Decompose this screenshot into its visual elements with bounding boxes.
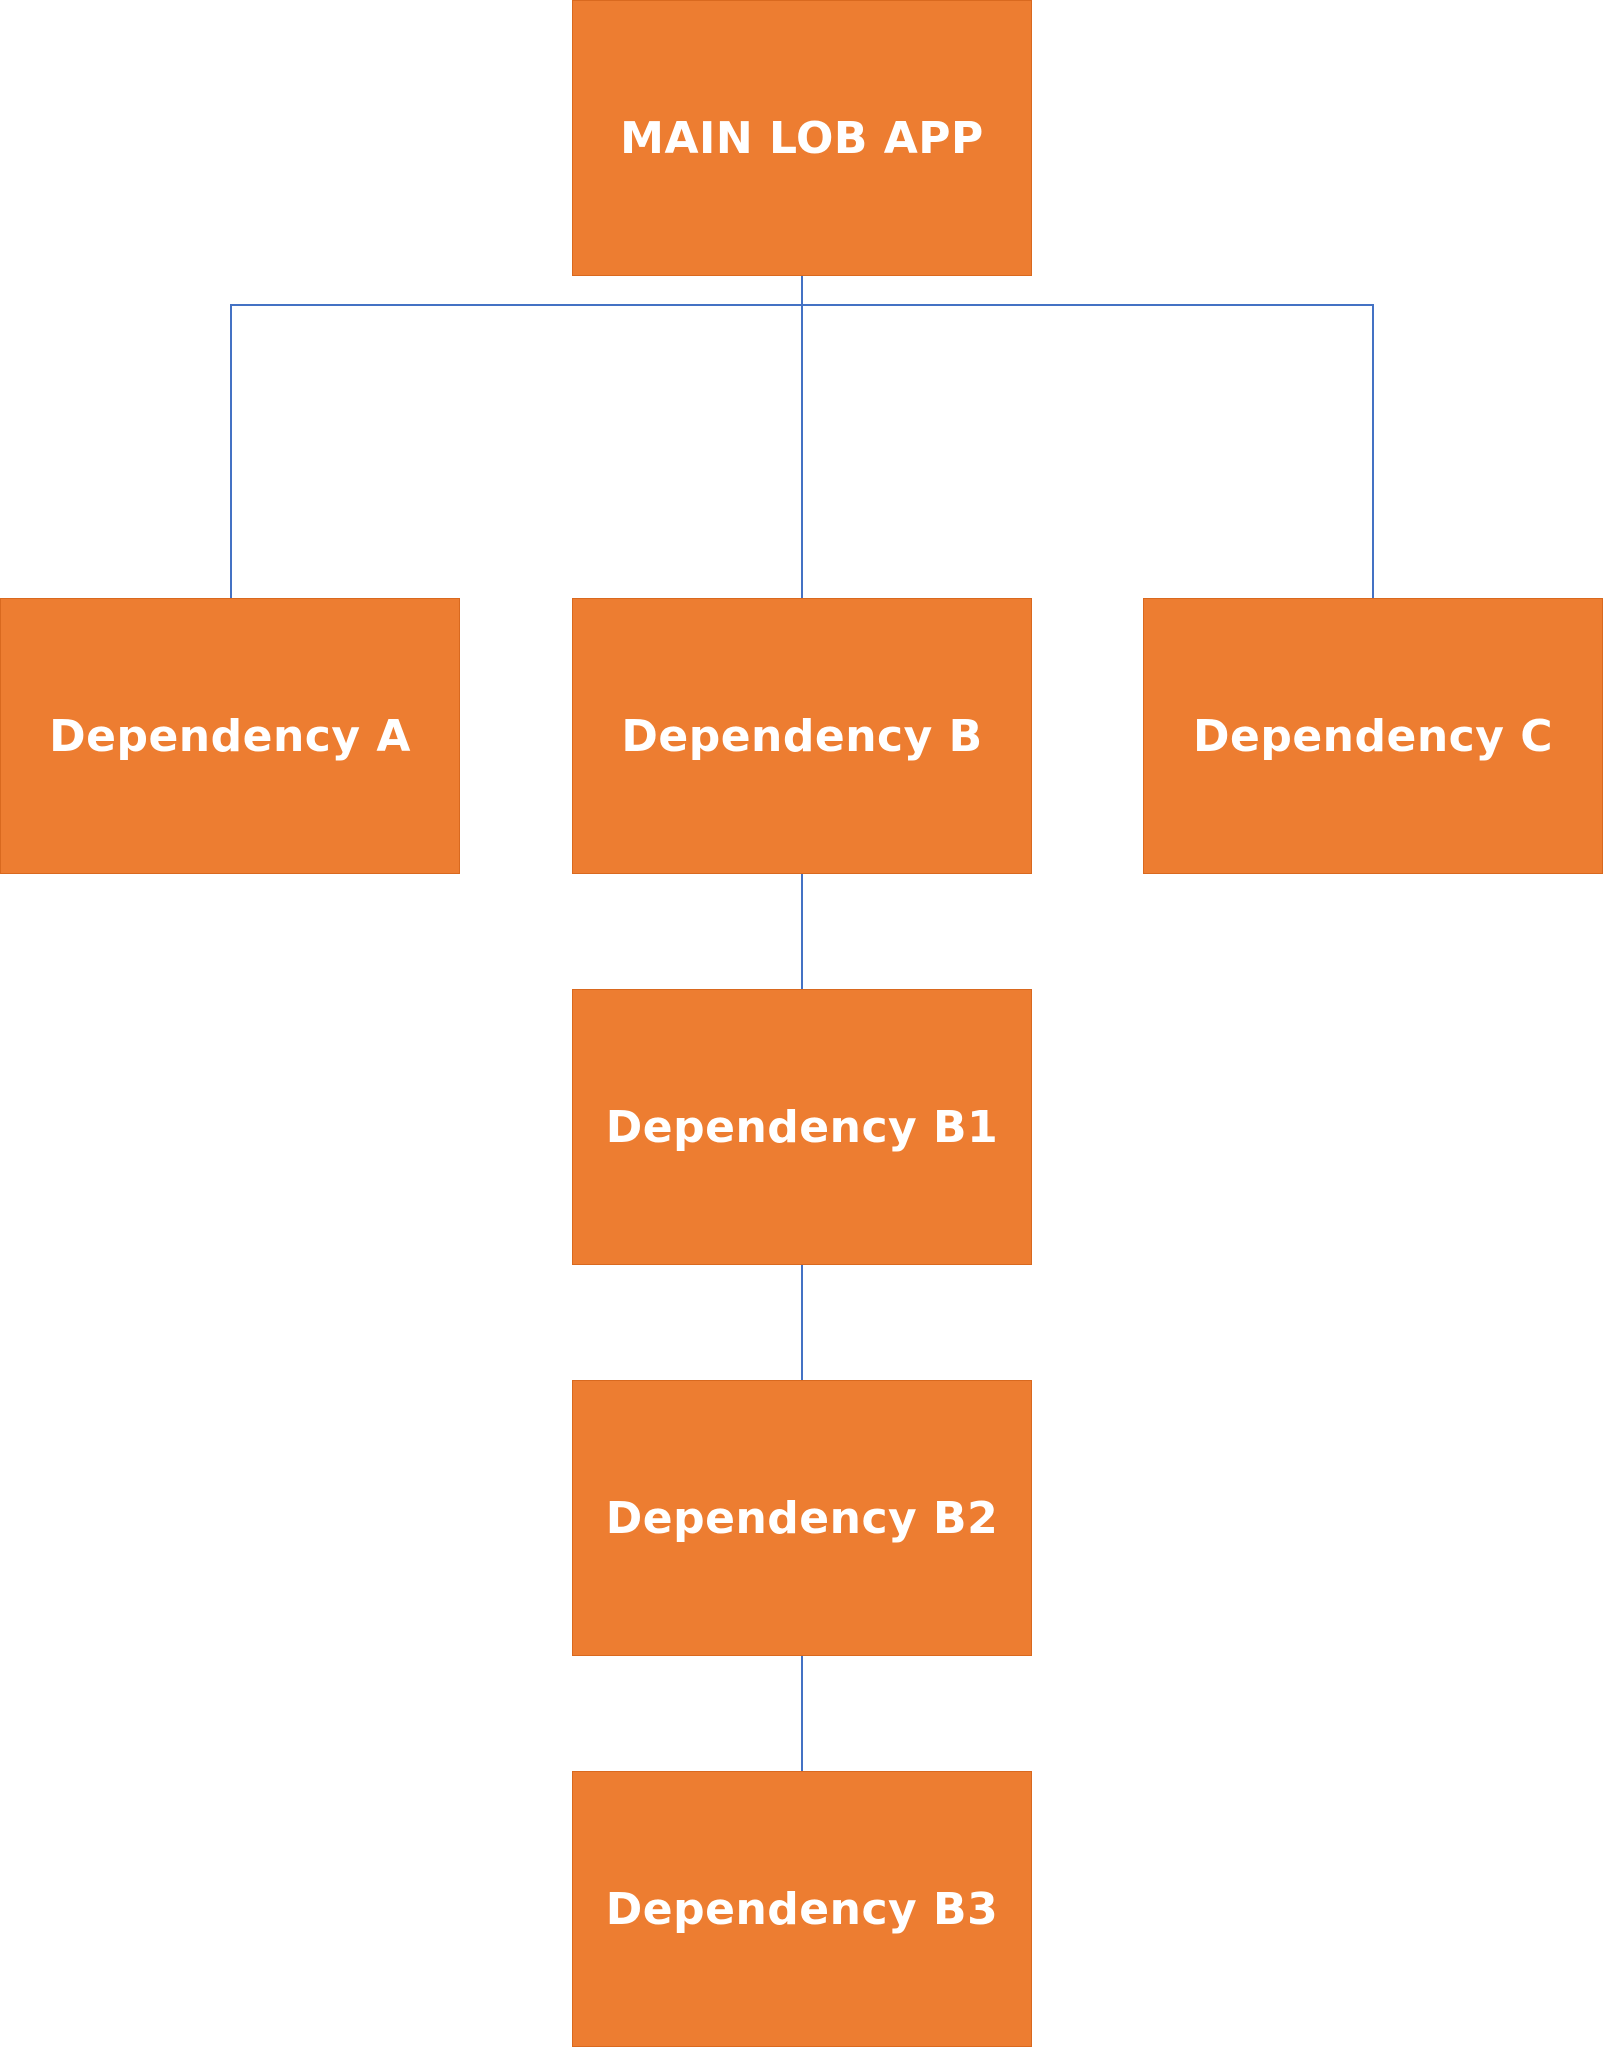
node-dependency-b3: Dependency B3 <box>572 1771 1032 2047</box>
node-label: MAIN LOB APP <box>620 112 984 164</box>
connector-to-dependency-a <box>230 304 232 598</box>
node-main-lob-app: MAIN LOB APP <box>572 0 1032 276</box>
node-dependency-b1: Dependency B1 <box>572 989 1032 1265</box>
node-dependency-a: Dependency A <box>0 598 460 874</box>
node-dependency-b: Dependency B <box>572 598 1032 874</box>
node-label: Dependency B2 <box>605 1492 999 1544</box>
node-label: Dependency C <box>1192 710 1554 762</box>
node-label: Dependency B1 <box>605 1101 999 1153</box>
connector-b-to-b1 <box>801 874 803 989</box>
connector-b2-to-b3 <box>801 1656 803 1771</box>
node-dependency-b2: Dependency B2 <box>572 1380 1032 1656</box>
connector-b1-to-b2 <box>801 1265 803 1380</box>
connector-to-dependency-b <box>801 304 803 598</box>
node-label: Dependency A <box>49 710 411 762</box>
connector-main-stem <box>801 276 803 305</box>
connector-to-dependency-c <box>1372 304 1374 598</box>
node-dependency-c: Dependency C <box>1143 598 1603 874</box>
node-label: Dependency B <box>621 710 983 762</box>
node-label: Dependency B3 <box>605 1883 999 1935</box>
